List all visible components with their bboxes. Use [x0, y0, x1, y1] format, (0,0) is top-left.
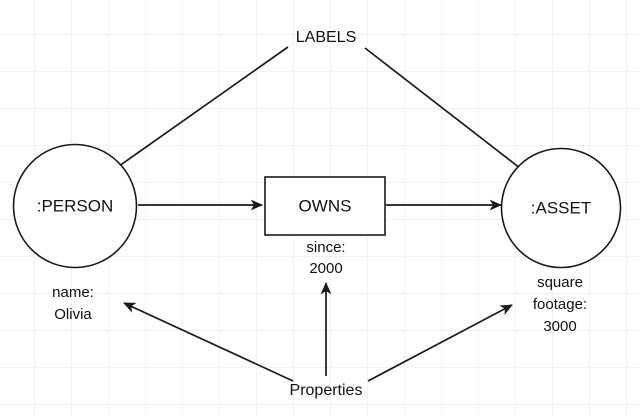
person-property-key: name: — [52, 284, 94, 301]
node-person-label: :PERSON — [37, 196, 114, 215]
owns-property-key: since: — [306, 239, 345, 256]
asset-property-key-line1: square — [537, 274, 583, 291]
node-owns-label: OWNS — [299, 196, 352, 215]
node-owns-rect[interactable] — [264, 176, 386, 236]
node-person-circle[interactable] — [12, 143, 138, 269]
edge-properties-to-person-property — [123, 302, 294, 382]
owns-property-value: 2000 — [309, 260, 342, 277]
asset-property-key-line2: footage: — [533, 296, 587, 313]
edge-properties-to-asset-property — [367, 304, 513, 382]
properties-group-title: Properties — [290, 382, 363, 399]
labels-group-title: LABELS — [296, 29, 356, 46]
node-asset-label: :ASSET — [531, 198, 591, 217]
asset-property-value: 3000 — [543, 318, 576, 335]
edge-labels-to-asset — [364, 47, 548, 190]
node-asset-circle[interactable] — [500, 147, 622, 269]
person-property-value: Olivia — [54, 306, 92, 323]
edge-labels-to-person — [94, 46, 289, 184]
